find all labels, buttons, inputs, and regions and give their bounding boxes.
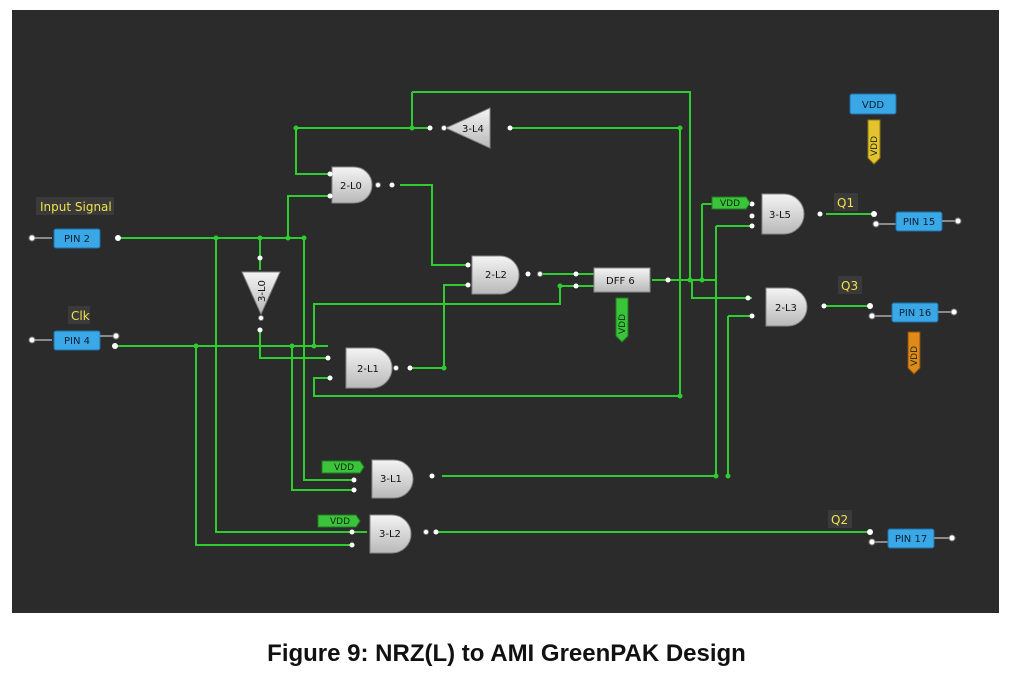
- pin-17[interactable]: PIN 17: [867, 528, 956, 549]
- svg-text:2-L2: 2-L2: [485, 270, 507, 281]
- and-gate-3-l1[interactable]: 3-L1 VDD: [321, 459, 435, 499]
- pin-17-label: PIN 17: [895, 534, 927, 545]
- label-q1: Q1: [834, 193, 858, 211]
- figure-caption: Figure 9: NRZ(L) to AMI GreenPAK Design: [267, 640, 746, 667]
- svg-text:3-L0: 3-L0: [257, 280, 268, 302]
- svg-text:2-L3: 2-L3: [775, 303, 797, 314]
- svg-text:VDD: VDD: [870, 136, 880, 156]
- pin-4[interactable]: PIN 4: [28, 330, 120, 351]
- inverter-3-l0[interactable]: 3-L0: [241, 255, 281, 333]
- pin-2-label: PIN 2: [64, 234, 90, 245]
- schematic-canvas: PIN 2 PIN 4 PIN 15 PIN 16 PIN 17: [12, 10, 999, 613]
- svg-text:Q3: Q3: [841, 279, 858, 293]
- svg-text:Input Signal: Input Signal: [40, 200, 112, 214]
- svg-text:3-L5: 3-L5: [769, 210, 791, 221]
- inverter-3-l4[interactable]: 3-L4: [427, 107, 513, 149]
- pin-16[interactable]: PIN 16: [867, 302, 958, 323]
- vdd-block-top[interactable]: VDD VDD: [849, 93, 897, 165]
- label-clk: Clk: [68, 306, 90, 324]
- pin-15[interactable]: PIN 15: [871, 211, 962, 232]
- svg-text:Clk: Clk: [71, 309, 90, 323]
- pin-4-label: PIN 4: [64, 336, 90, 347]
- pin-15-label: PIN 15: [903, 217, 935, 228]
- label-input-signal: Input Signal: [36, 197, 114, 215]
- label-q3: Q3: [838, 276, 862, 294]
- dff-6[interactable]: DFF 6 VDD: [573, 267, 671, 343]
- svg-text:3-L4: 3-L4: [462, 124, 484, 135]
- svg-text:VDD: VDD: [334, 463, 354, 473]
- svg-text:VDD: VDD: [330, 517, 350, 527]
- and-gate-3-l5[interactable]: 3-L5 VDD: [711, 193, 823, 235]
- svg-text:2-L1: 2-L1: [357, 364, 379, 375]
- schematic-svg: PIN 2 PIN 4 PIN 15 PIN 16 PIN 17: [28, 91, 962, 554]
- and-gate-2-l1[interactable]: 2-L1: [325, 347, 413, 389]
- and-gate-2-l3[interactable]: 2-L3: [745, 287, 827, 327]
- and-gate-2-l2[interactable]: 2-L2: [465, 255, 543, 295]
- junction-dots: [193, 125, 731, 479]
- svg-text:VDD: VDD: [862, 100, 885, 111]
- label-q2: Q2: [828, 510, 852, 528]
- svg-text:3-L2: 3-L2: [379, 529, 401, 540]
- svg-text:Q1: Q1: [837, 196, 854, 210]
- vdd-tag-pin16: VDD: [907, 331, 921, 375]
- svg-text:DFF 6: DFF 6: [606, 276, 635, 287]
- svg-text:VDD: VDD: [618, 314, 628, 334]
- wires: [116, 91, 872, 546]
- and-gate-3-l2[interactable]: 3-L2 VDD: [317, 514, 439, 554]
- svg-text:3-L1: 3-L1: [380, 474, 402, 485]
- svg-text:VDD: VDD: [720, 199, 740, 209]
- and-gate-2-l0[interactable]: 2-L0: [327, 166, 395, 204]
- pin-16-label: PIN 16: [899, 308, 931, 319]
- svg-text:2-L0: 2-L0: [340, 181, 362, 192]
- pin-2[interactable]: PIN 2: [28, 228, 121, 249]
- svg-text:Q2: Q2: [831, 513, 848, 527]
- svg-text:VDD: VDD: [910, 346, 920, 366]
